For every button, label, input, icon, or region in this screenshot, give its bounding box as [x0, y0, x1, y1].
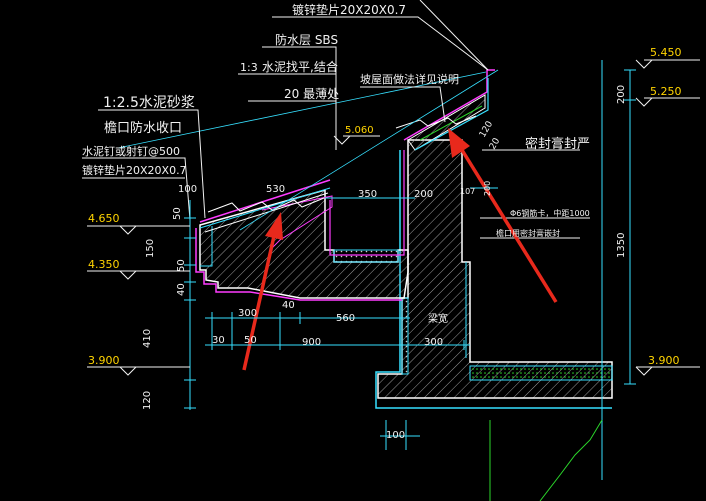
dim-30: 30 [212, 335, 225, 346]
dim-300-a: 300 [238, 308, 257, 319]
hidden-lines [489, 419, 603, 501]
dim-100-bottom: 100 [386, 430, 405, 441]
dimension-lines [184, 60, 636, 480]
label-eave-sealant: 檐口用密封膏嵌封 [496, 228, 560, 238]
elev-5060: 5.060 [345, 125, 374, 136]
label-cement-nail: 水泥钉或射钉@500 [82, 144, 180, 158]
elev-5250: 5.250 [650, 85, 682, 98]
text-labels: 镀锌垫片20X20X0.7 防水层 SBS 1:3 水泥找平,结合 20 最薄处… [82, 2, 682, 441]
dim-20: 20 [488, 136, 503, 151]
dim-120: 120 [142, 391, 153, 410]
label-mortar-leveling: 水泥找平,结合 [262, 59, 338, 74]
dim-107: 107 [460, 187, 475, 196]
dim-50-c: 50 [244, 335, 257, 346]
dim-40-a: 40 [176, 283, 187, 296]
dim-200-right: 200 [616, 85, 627, 104]
elev-3900-right: 3.900 [648, 354, 680, 367]
elev-4650: 4.650 [88, 212, 120, 225]
label-waterproof-layer: 防水层 SBS [275, 32, 338, 47]
annotation-arrows [242, 128, 558, 371]
sloped-roof-layers [117, 69, 499, 233]
dim-300-b: 300 [424, 337, 443, 348]
label-top-note: 镀锌垫片20X20X0.7 [292, 2, 406, 17]
elev-4350: 4.350 [88, 258, 120, 271]
leader-lines [82, 0, 590, 239]
dim-350: 350 [358, 189, 377, 200]
dim-50-a: 50 [172, 207, 183, 220]
concrete-wall [375, 139, 613, 409]
dim-410: 410 [142, 329, 153, 348]
dim-100-left: 100 [178, 184, 197, 195]
elevation-markers [87, 59, 700, 376]
label-mortar-ratio: 1:3 [240, 61, 258, 74]
label-sealant: 密封膏封严 [525, 136, 590, 152]
label-beam: 梁宽 [428, 312, 448, 325]
label-rebar: Φ6钢筋卡，中距1000 [510, 208, 590, 218]
dim-50-b: 50 [176, 259, 187, 272]
dim-530: 530 [266, 184, 285, 195]
dim-560: 560 [336, 313, 355, 324]
elev-3900-left: 3.900 [88, 354, 120, 367]
dim-200-small: 200 [483, 181, 492, 196]
label-gasket-left: 镀锌垫片20X20X0.7 [82, 163, 187, 177]
dim-40-b: 40 [282, 300, 295, 311]
dim-150: 150 [145, 239, 156, 258]
dim-900: 900 [302, 337, 321, 348]
label-roof-finish-note: 坡屋面做法详见说明 [360, 72, 459, 86]
label-eave-closure: 檐口防水收口 [104, 120, 182, 136]
dim-1350: 1350 [616, 233, 627, 258]
label-thinnest-point: 20 最薄处 [284, 86, 339, 101]
dim-200-mid: 200 [414, 189, 433, 200]
label-mortar-ratio-left: 1:2.5水泥砂浆 [103, 95, 195, 111]
elev-5450: 5.450 [650, 46, 682, 59]
